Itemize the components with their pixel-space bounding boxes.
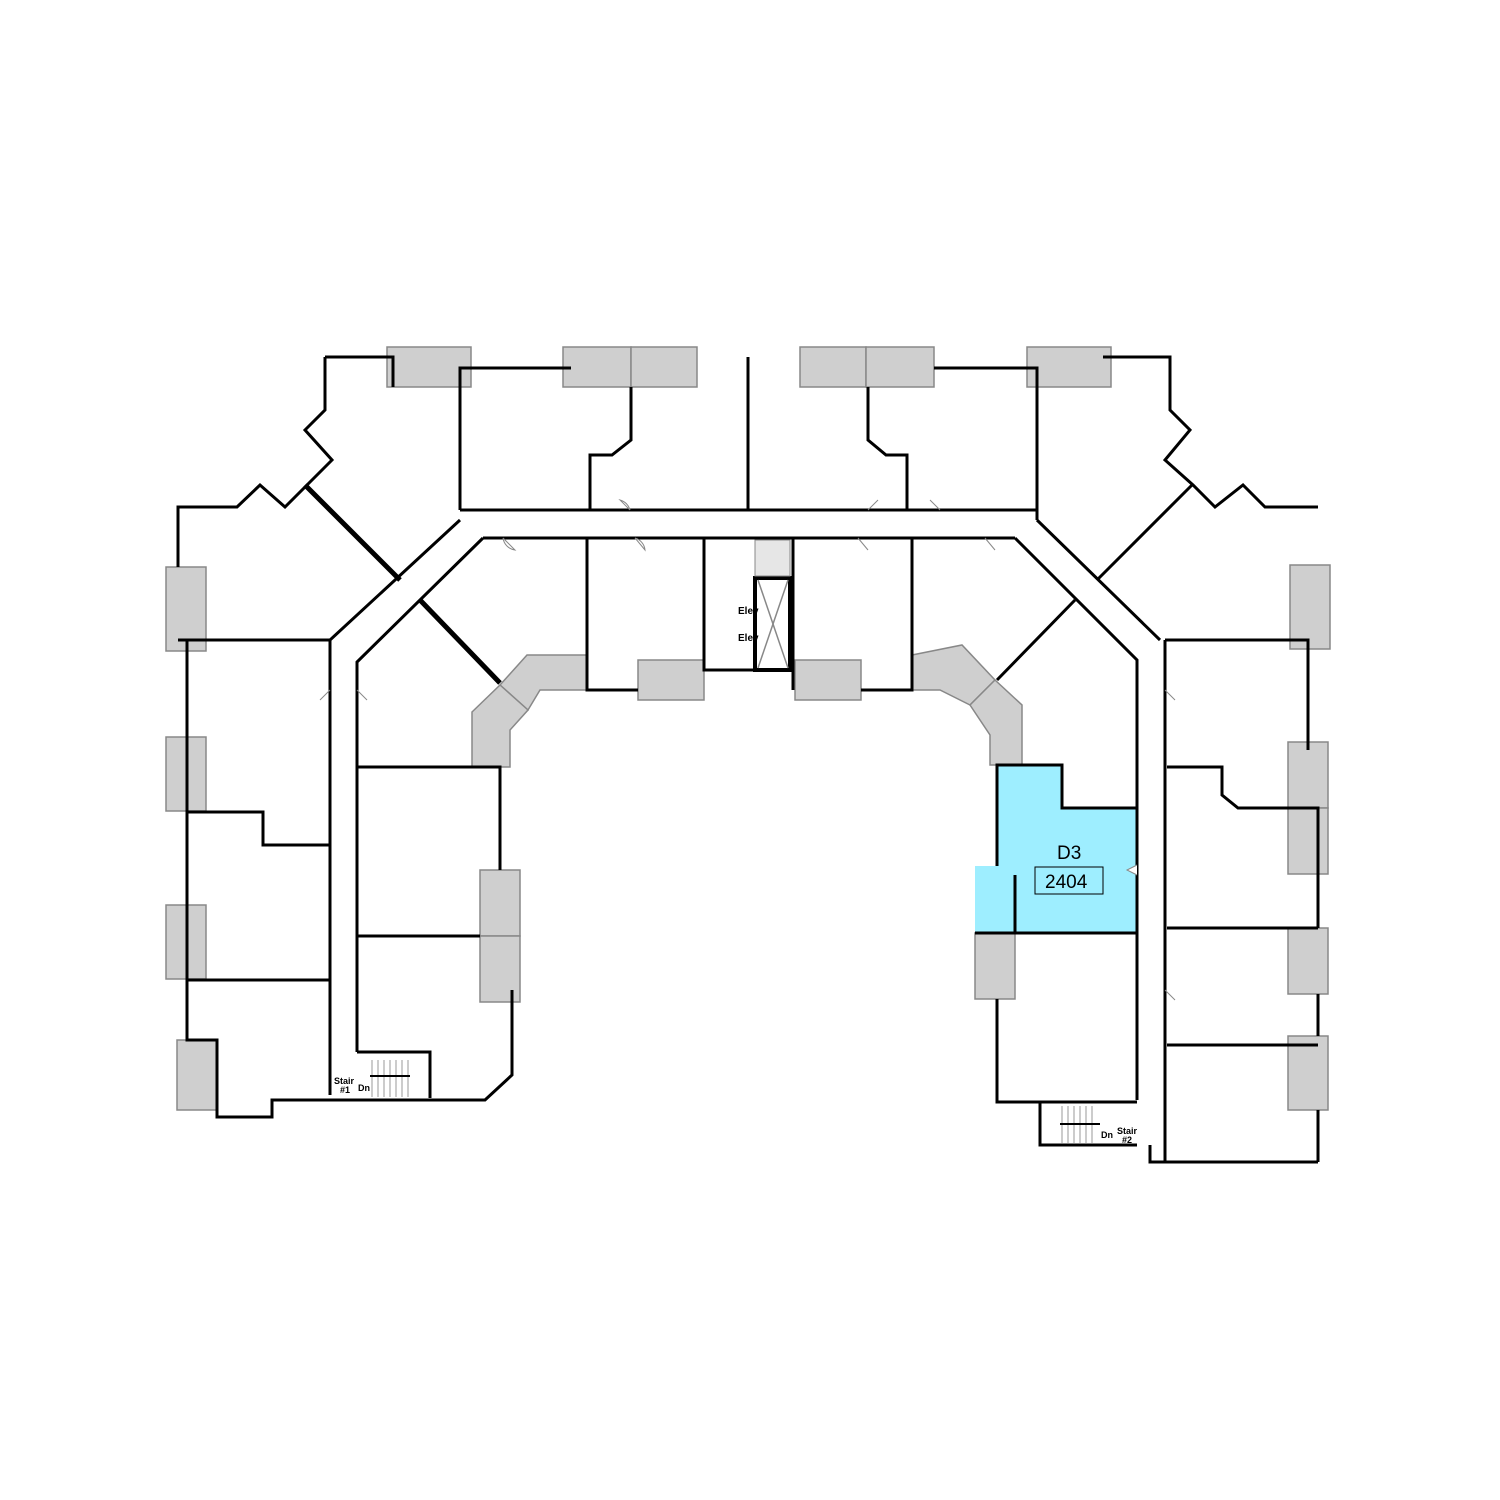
stair-1-label: Stair — [334, 1076, 355, 1086]
stair-2-treads — [1060, 1106, 1100, 1143]
stair-1-treads — [370, 1060, 410, 1097]
walls — [176, 355, 1320, 1164]
unit-number-box — [1034, 866, 1104, 895]
elevator-label-2: Elev — [738, 633, 759, 644]
unit-type-label[interactable]: D3 — [1057, 843, 1081, 864]
elevator-label-1: Elev — [738, 606, 759, 617]
stair-2-number: #2 — [1122, 1135, 1132, 1145]
stair-2-direction: Dn — [1101, 1130, 1113, 1140]
unit-number-label[interactable]: 2404 — [1045, 872, 1088, 893]
balconies — [165, 346, 1331, 1111]
stair-2-label: Stair — [1117, 1126, 1138, 1136]
stair-1-direction: Dn — [358, 1083, 370, 1093]
stair-1-number: #1 — [340, 1085, 350, 1095]
doors — [319, 499, 1176, 1001]
unit-2404-highlight[interactable] — [975, 765, 1137, 933]
